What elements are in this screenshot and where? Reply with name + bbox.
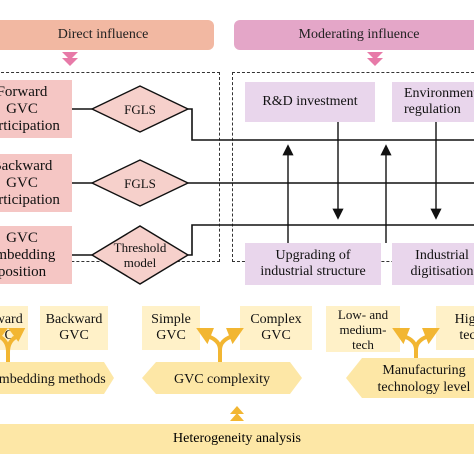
industrial-structure-line-2: industrial structure [260,264,366,279]
heterogeneity-analysis-label: Heterogeneity analysis [173,431,301,446]
option-low-medium-tech-label: Low- and medium-tech [337,306,389,352]
backward-gvc-line-2: GVC [6,174,38,191]
option-low-medium-tech: Low- and medium-tech [326,306,400,352]
direct-influence-header-label: Direct influence [57,27,149,42]
option-backward-gvc-label: Backward GVC [45,312,103,343]
option-high-tech-label: High-tech [454,312,474,343]
industrial-structure-box: Upgrading of industrial structure [245,243,381,285]
path-row3 [188,224,474,256]
environmental-regulation-label: Environmental regulation [404,86,474,117]
option-complex-gvc: Complex GVC [240,306,312,350]
industrial-digitisation-line-1: Industrial [415,248,469,263]
tag-manufacturing-line-1: Manufacturing [382,363,465,378]
tag-embedding-methods-label: Embedding methods [0,372,106,387]
backward-gvc-line-3: participation [0,191,60,208]
moderating-header-down-arrow [367,52,383,66]
option-complex-gvc-label: Complex GVC [250,312,302,343]
fork-arrow-technology [392,328,440,366]
rd-investment-box: R&D investment [245,82,375,122]
forward-gvc-line-3: participation [0,117,60,134]
method-threshold-line-2: model [124,255,157,270]
rd-investment-label: R&D investment [262,94,358,109]
fork-arrow-embedding [0,328,26,366]
industrial-digitisation-box: Industrial digitisation [392,243,474,285]
method-fgls-2-label: FGLS [124,176,156,191]
heterogeneity-analysis-bar: Heterogeneity analysis [0,424,474,454]
environmental-regulation-box: Environmental regulation [392,82,474,122]
industrial-digitisation-line-2: digitisation [410,264,474,279]
forward-gvc-line-2: GVC [6,100,38,117]
direct-influence-header: Direct influence [0,20,214,50]
gvc-embedding-position-box: GVC embedding position [0,226,72,284]
method-fgls-1-label: FGLS [124,102,156,117]
gvc-embedding-line-2: embedding [0,246,56,263]
moderating-influence-header-label: Moderating influence [298,27,420,42]
backward-gvc-participation-box: Backward GVC participation [0,154,72,212]
option-simple-gvc: Simple GVC [142,306,200,350]
path-row1 [188,108,474,141]
option-high-tech: High-tech [436,306,474,350]
tag-gvc-complexity [142,362,302,394]
forward-gvc-participation-box: Forward GVC participation [0,80,72,138]
fork-arrow-complexity [196,328,244,366]
option-backward-gvc: Backward GVC [40,306,108,350]
tag-manufacturing-line-2: technology level [378,380,471,395]
method-threshold-line-1: Threshold [114,240,167,255]
forward-gvc-line-1: Forward [0,83,48,100]
tag-embedding-methods [0,362,114,394]
industrial-structure-line-1: Upgrading of [275,248,351,263]
tag-gvc-complexity-label: GVC complexity [174,372,270,387]
heterogeneity-up-arrow [230,406,244,421]
gvc-embedding-line-1: GVC [6,229,38,246]
option-simple-gvc-label: Simple GVC [151,312,191,343]
gvc-embedding-line-3: position [0,263,47,280]
direct-header-down-arrow [62,52,78,66]
backward-gvc-line-1: Backward [0,157,53,174]
moderating-influence-header: Moderating influence [234,20,474,50]
tag-manufacturing-technology [346,358,474,398]
